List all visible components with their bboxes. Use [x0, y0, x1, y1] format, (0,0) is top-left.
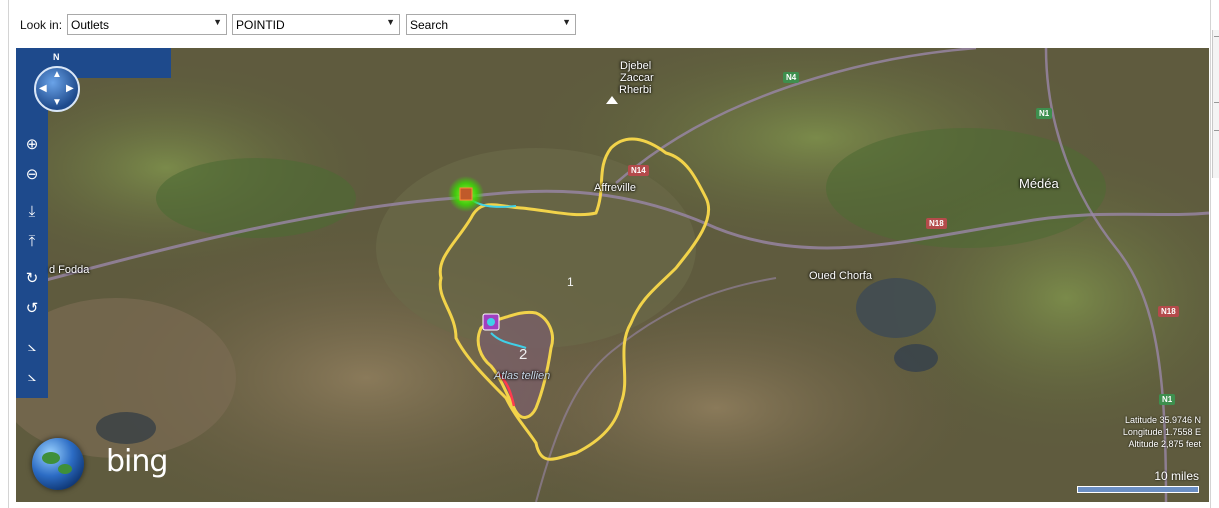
layer-select[interactable]: Outlets ▼ — [67, 14, 227, 35]
look-in-label: Look in: — [20, 18, 63, 32]
place-label-atlas: Atlas tellien — [494, 370, 551, 382]
road-shield: N1 — [1159, 394, 1176, 405]
road-shield: N18 — [1158, 306, 1179, 317]
search-select-value: Search — [410, 18, 449, 32]
pan-right-icon[interactable]: ▶ — [66, 83, 74, 94]
pan-left-icon[interactable]: ◀ — [39, 83, 47, 94]
search-select[interactable]: Search ▼ — [406, 14, 576, 35]
zoom-in-icon[interactable]: ⊕ — [25, 136, 39, 153]
place-label-affreville: Affreville — [594, 182, 636, 194]
watershed-polygon-1 — [438, 137, 711, 461]
chevron-down-icon: ▼ — [562, 17, 571, 27]
bing-logo: bing — [106, 444, 168, 479]
road-shield: N1 — [1036, 108, 1053, 119]
compass-pan-control[interactable]: ▲ ▼ ◀ ▶ — [34, 66, 80, 112]
satellite-terrain — [16, 48, 1209, 502]
globe-logo-icon — [32, 438, 84, 490]
tilt-down-icon[interactable]: ⤓ — [28, 203, 36, 220]
place-label: Zaccar — [620, 72, 654, 84]
scale-bar — [1077, 486, 1199, 493]
window-frame-right — [1210, 0, 1211, 508]
field-select[interactable]: POINTID ▼ — [232, 14, 400, 35]
chevron-down-icon: ▼ — [386, 17, 395, 27]
layer-select-value: Outlets — [71, 18, 110, 32]
place-label: Rherbi — [619, 84, 652, 96]
coordinate-readout: Latitude 35.9746 N Longitude 1.7558 E Al… — [1123, 414, 1201, 450]
compass-north-label: N — [53, 52, 60, 62]
place-label-fodda: d Fodda — [49, 264, 90, 276]
road-shield: N4 — [783, 72, 800, 83]
watershed-label-2: 2 — [519, 346, 528, 363]
altitude-readout: Altitude 2,875 feet — [1128, 439, 1201, 449]
place-label: Djebel — [620, 60, 652, 72]
rotate-left-icon[interactable]: ↺ — [25, 300, 39, 317]
pitch-icon[interactable]: ⦣ — [27, 338, 37, 355]
map-view[interactable]: N ▲ ▼ ◀ ▶ ⊕ ⊖ ⤓ ⤒ ↻ ↺ ⦣ ⦣ Djebel Zaccar … — [16, 48, 1209, 502]
place-label-oued-chorfa: Oued Chorfa — [809, 270, 872, 282]
scale-label: 10 miles — [1154, 469, 1199, 483]
zoom-out-icon[interactable]: ⊖ — [25, 166, 39, 183]
longitude-readout: Longitude 1.7558 E — [1122, 427, 1201, 437]
window-frame-left — [8, 0, 9, 508]
pan-down-icon[interactable]: ▼ — [52, 97, 62, 108]
reset-pitch-icon[interactable]: ⦣ — [27, 368, 37, 385]
latitude-readout: Latitude 35.9746 N — [1124, 415, 1201, 425]
place-label-medea: Médéa — [1019, 176, 1059, 191]
tilt-up-icon[interactable]: ⤒ — [28, 233, 36, 250]
chevron-down-icon: ▼ — [213, 17, 222, 27]
rotate-right-icon[interactable]: ↻ — [25, 270, 39, 287]
watershed-label-1: 1 — [567, 275, 574, 289]
pan-up-icon[interactable]: ▲ — [52, 69, 62, 80]
side-panel-edge[interactable] — [1212, 30, 1219, 178]
field-select-value: POINTID — [236, 18, 285, 32]
road-shield: N14 — [628, 165, 649, 176]
road-shield: N18 — [926, 218, 947, 229]
